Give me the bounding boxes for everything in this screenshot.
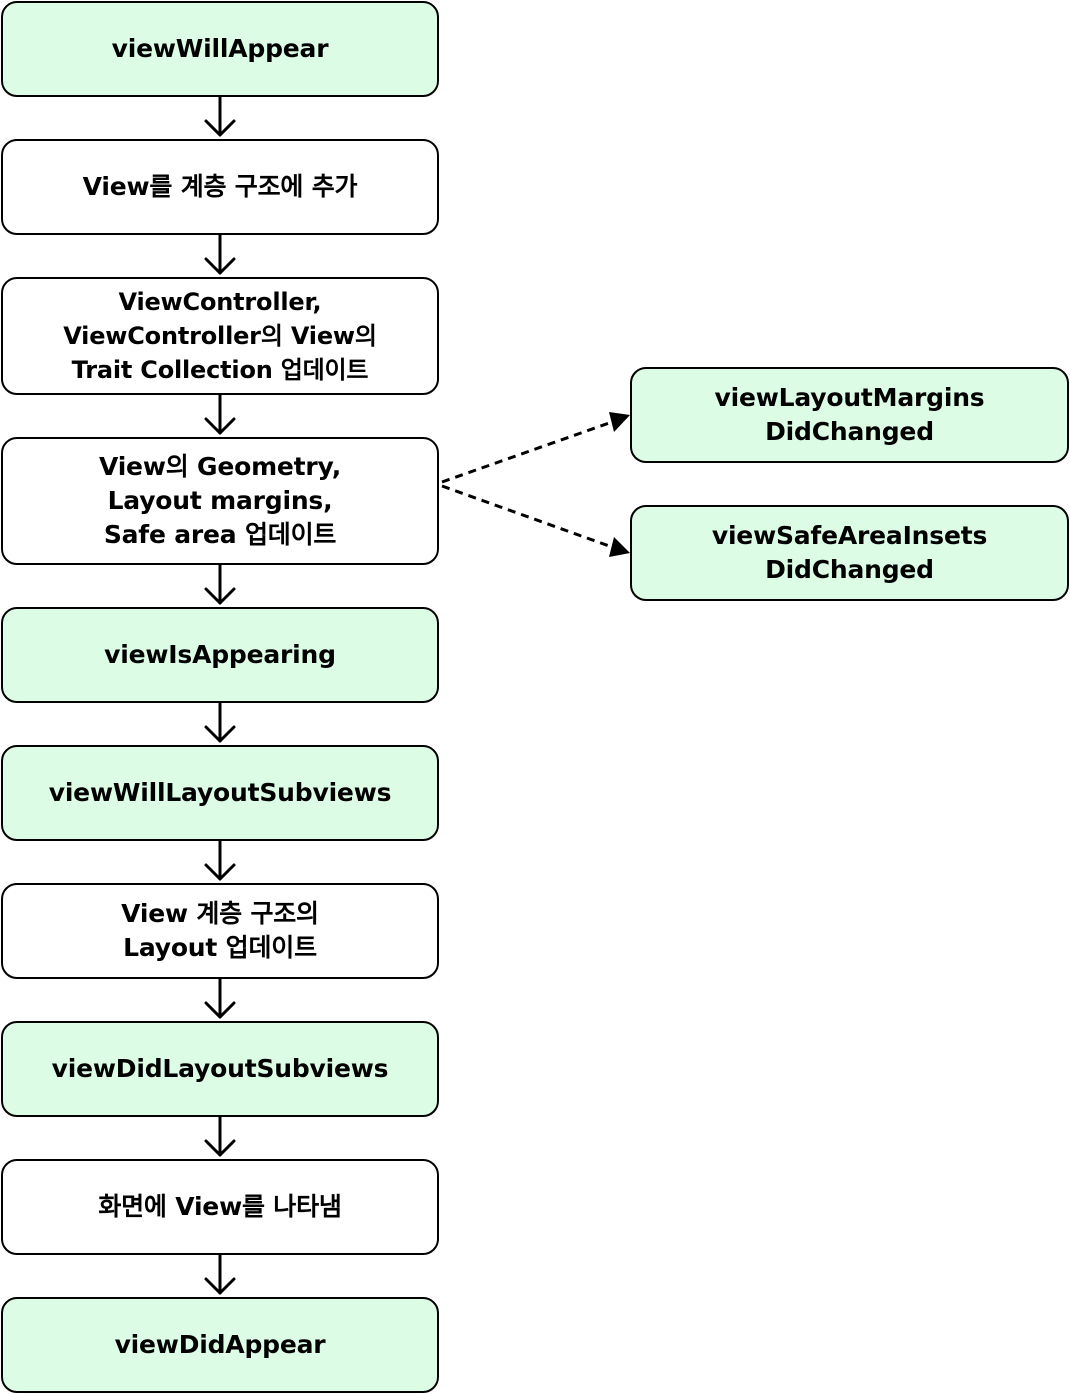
dashed-arrow-safe-area bbox=[441, 484, 613, 549]
node-label: viewIsAppearing bbox=[104, 640, 336, 669]
node-view-will-appear: viewWillAppear bbox=[1, 1, 439, 97]
node-update-geometry: View의 Geometry, Layout margins, Safe are… bbox=[1, 437, 439, 565]
node-label: View를 계층 구조에 추가 bbox=[82, 172, 358, 201]
arrow-7-8 bbox=[204, 977, 236, 1019]
side-branch-arrows bbox=[441, 420, 613, 549]
node-view-did-appear: viewDidAppear bbox=[1, 1297, 439, 1393]
node-update-trait-collection: ViewController, ViewController의 View의 Tr… bbox=[1, 277, 439, 395]
node-view-did-layout-subviews: viewDidLayoutSubviews bbox=[1, 1021, 439, 1117]
node-label: viewSafeAreaInsets DidChanged bbox=[711, 521, 988, 584]
arrowhead-safe-area bbox=[609, 537, 630, 557]
arrow-6-7 bbox=[204, 839, 236, 881]
node-label: ViewController, ViewController의 View의 Tr… bbox=[63, 288, 377, 384]
node-view-will-layout-subviews: viewWillLayoutSubviews bbox=[1, 745, 439, 841]
arrow-1-2 bbox=[204, 95, 236, 137]
arrow-9-10 bbox=[204, 1253, 236, 1295]
node-add-view-to-hierarchy: View를 계층 구조에 추가 bbox=[1, 139, 439, 235]
node-label: View의 Geometry, Layout margins, Safe are… bbox=[98, 452, 342, 549]
node-label: viewWillLayoutSubviews bbox=[48, 778, 392, 807]
arrowhead-layout-margins bbox=[609, 412, 630, 432]
node-label: viewWillAppear bbox=[111, 34, 329, 63]
arrow-4-5 bbox=[204, 563, 236, 605]
arrow-3-4 bbox=[204, 393, 236, 435]
dashed-arrow-layout-margins bbox=[441, 420, 613, 484]
arrow-8-9 bbox=[204, 1115, 236, 1157]
side-branch-arrowheads bbox=[609, 412, 630, 557]
node-label: viewDidAppear bbox=[114, 1330, 326, 1359]
node-label: View 계층 구조의 Layout 업데이트 bbox=[121, 899, 319, 962]
node-view-layout-margins-did-changed: viewLayoutMargins DidChanged bbox=[630, 367, 1069, 463]
arrow-5-6 bbox=[204, 701, 236, 743]
node-label: 화면에 View를 나타냄 bbox=[98, 1192, 342, 1221]
arrow-2-3 bbox=[204, 233, 236, 275]
node-view-is-appearing: viewIsAppearing bbox=[1, 607, 439, 703]
node-display-view: 화면에 View를 나타냄 bbox=[1, 1159, 439, 1255]
node-label: viewDidLayoutSubviews bbox=[51, 1054, 389, 1083]
main-flow-arrows bbox=[204, 95, 236, 1295]
node-label: viewLayoutMargins DidChanged bbox=[714, 383, 985, 446]
node-view-safe-area-insets-did-changed: viewSafeAreaInsets DidChanged bbox=[630, 505, 1069, 601]
node-update-hierarchy-layout: View 계층 구조의 Layout 업데이트 bbox=[1, 883, 439, 979]
